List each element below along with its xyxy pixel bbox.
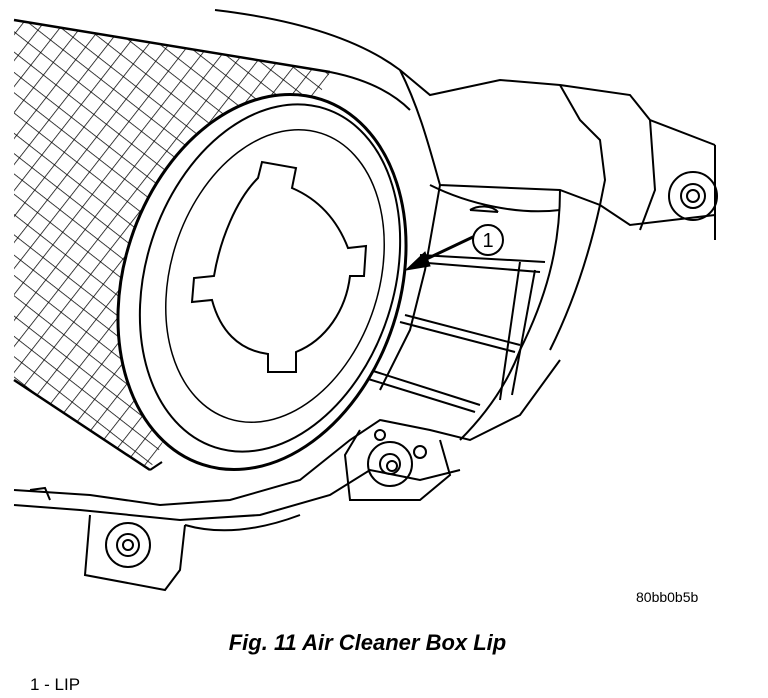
air-cleaner-illustration: 1 — [13, 9, 718, 592]
air-filter-element — [13, 18, 408, 472]
mounting-boss-left — [105, 522, 151, 568]
legend-item: 1 - LIP — [30, 675, 81, 694]
figure-caption: Fig. 11 Air Cleaner Box Lip — [228, 630, 507, 655]
mounting-boss-right — [668, 171, 718, 221]
callout-number: 1 — [482, 230, 493, 252]
callout-1 — [404, 224, 504, 271]
mounting-boss-center — [367, 429, 427, 487]
image-code: 80bb0b5b — [636, 589, 699, 605]
housing-outline — [13, 9, 716, 592]
